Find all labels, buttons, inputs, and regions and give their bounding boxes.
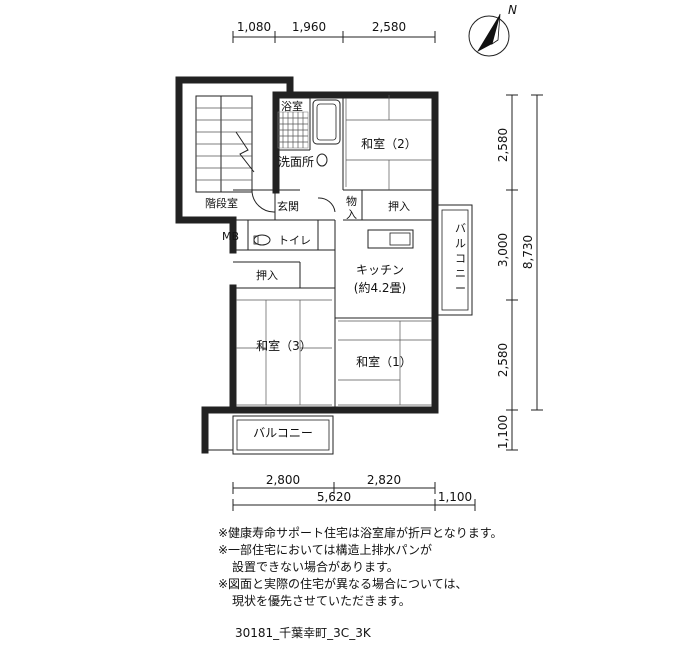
washitsu-2: 和室（2） [345, 95, 432, 190]
storage-small-label-1: 物 [346, 194, 357, 208]
right-dim-4: 1,100 [496, 415, 510, 449]
oshiire-top-label: 押入 [388, 199, 410, 213]
stove-icon [367, 229, 414, 249]
washitsu3-label: 和室（3） [256, 338, 312, 353]
bottom-dim-2: 2,820 [367, 473, 401, 487]
balcony-right-label-5: ー [455, 282, 466, 295]
balcony-right-label-2: ル [455, 237, 466, 250]
bottom-dim-1: 2,800 [266, 473, 300, 487]
bath-label: 浴室 [281, 99, 303, 113]
washitsu-3: 和室（3） [236, 299, 332, 406]
stair-hall: 階段室 [175, 76, 294, 224]
oshiire-left-label: 押入 [256, 268, 278, 282]
washitsu2-label: 和室（2） [361, 136, 417, 151]
interior-walls [233, 95, 435, 410]
stairs-label: 階段室 [205, 196, 238, 210]
washitsu1-label: 和室（1） [356, 354, 412, 369]
oshiire-left: 押入 [256, 268, 278, 282]
sink-icon [316, 153, 328, 167]
balcony-right: バ ル コ ニ ー [437, 204, 473, 316]
right-dim-1: 2,580 [496, 128, 510, 162]
kitchen-label-line2: (約4.2畳) [354, 280, 406, 295]
toilet-label: トイレ [278, 234, 311, 247]
storage-band: 物 入 押入 [346, 194, 410, 221]
kitchen: キッチン (約4.2畳) [354, 229, 414, 295]
bath-area: 浴室 洗面所 [277, 99, 341, 169]
mb-label: MB [222, 230, 239, 243]
note-line-2: ※一部住宅においては構造上排水パンが [218, 543, 433, 557]
right-dim-total: 8,730 [521, 235, 535, 269]
right-dimension-lines: 2,580 3,000 2,580 1,100 8,730 [496, 94, 543, 451]
toilet-icon [253, 234, 271, 246]
right-dim-3: 2,580 [496, 343, 510, 377]
top-dim-1: 1,080 [237, 20, 271, 34]
top-dimension-line: 1,080 1,960 2,580 [232, 20, 436, 43]
file-id: 30181_千葉幸町_3C_3K [235, 626, 371, 640]
bathtub-icon [312, 99, 341, 145]
balcony-right-label-1: バ [455, 222, 466, 235]
unit-outer-walls [201, 91, 439, 414]
storage-small-label-2: 入 [346, 208, 357, 221]
bottom-dim-total: 5,620 [317, 490, 351, 504]
washitsu-1: 和室（1） [338, 320, 432, 406]
entrance-area: 玄関 MB トイレ [222, 189, 336, 247]
note-line-5: 現状を優先させていただきます。 [232, 594, 411, 608]
top-dim-3: 2,580 [372, 20, 406, 34]
entrance-label: 玄関 [277, 199, 299, 213]
balcony-right-label-4: ニ [455, 267, 466, 280]
washroom-label: 洗面所 [278, 155, 314, 169]
notes-block: ※健康寿命サポート住宅は浴室扉が折戸となります。 ※一部住宅においては構造上排水… [218, 525, 503, 610]
bottom-dim-balcony: 1,100 [438, 490, 472, 504]
top-dim-2: 1,960 [292, 20, 326, 34]
north-compass-icon: N [468, 3, 517, 57]
right-dim-2: 3,000 [496, 233, 510, 267]
note-line-4: ※図面と実際の住宅が異なる場合については、 [218, 577, 468, 591]
bottom-dimension-lines: 2,800 2,820 5,620 1,100 [232, 473, 476, 511]
balcony-right-label-3: コ [455, 252, 466, 265]
kitchen-label-line1: キッチン [356, 263, 404, 277]
balcony-bottom-label: バルコニー [253, 426, 313, 440]
compass-label: N [508, 3, 517, 17]
balcony-bottom: バルコニー [201, 406, 334, 455]
note-line-1: ※健康寿命サポート住宅は浴室扉が折戸となります。 [218, 526, 503, 540]
note-line-3: 設置できない場合があります。 [232, 560, 399, 574]
